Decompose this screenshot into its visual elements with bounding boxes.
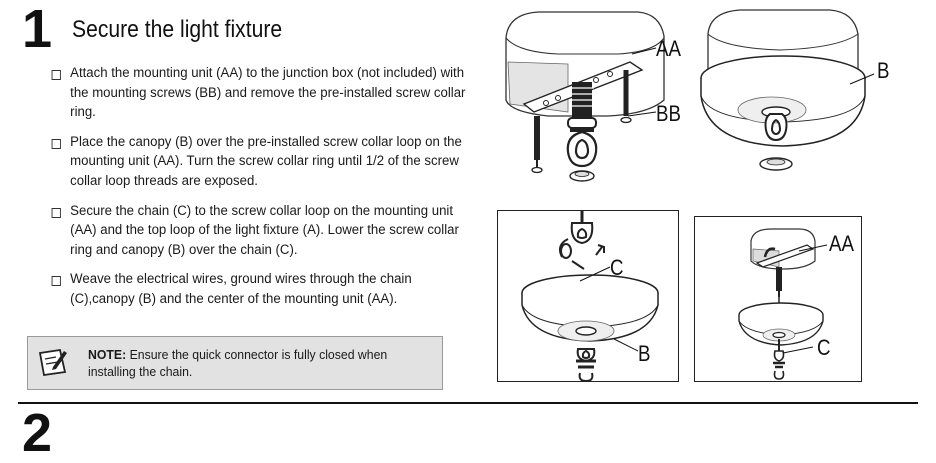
note-box: NOTE: Ensure the quick connector is full…: [27, 336, 443, 390]
figure-assembled-frame: AA C: [694, 216, 862, 382]
checkbox[interactable]: [51, 276, 61, 287]
callout-bb-fig1: BB: [656, 101, 681, 126]
instruction-text: Attach the mounting unit (AA) to the jun…: [70, 65, 466, 121]
note-body: Ensure the quick connector is fully clos…: [88, 347, 388, 379]
checkbox[interactable]: [51, 207, 61, 218]
next-step-number: 2: [22, 403, 53, 463]
figure-chain-frame: C B: [497, 210, 679, 382]
note-text: NOTE: Ensure the quick connector is full…: [88, 346, 414, 380]
section-divider: [18, 402, 918, 404]
callout-c-fig3: C: [610, 255, 624, 280]
instruction-item: Weave the electrical wires, ground wires…: [46, 270, 479, 309]
callout-b-fig3: B: [638, 341, 651, 366]
callout-aa-fig4: AA: [829, 231, 854, 256]
instruction-item: Secure the chain (C) to the screw collar…: [46, 202, 479, 261]
callout-b-fig2: B: [877, 58, 890, 83]
step-title: Secure the light fixture: [72, 16, 283, 43]
figure-assembled: [738, 228, 828, 380]
instruction-text: Place the canopy (B) over the pre-instal…: [70, 133, 462, 189]
figure-mounting-unit: [505, 11, 665, 182]
instruction-text: Weave the electrical wires, ground wires…: [70, 271, 412, 307]
instruction-item: Place the canopy (B) over the pre-instal…: [46, 133, 479, 192]
instruction-list: Attach the mounting unit (AA) to the jun…: [46, 64, 466, 320]
note-label: NOTE:: [88, 347, 127, 362]
callout-aa-fig1: AA: [656, 36, 681, 61]
figure-chain: [521, 211, 659, 381]
callout-c-fig4: C: [817, 335, 831, 360]
instruction-text: Secure the chain (C) to the screw collar…: [70, 202, 459, 258]
note-pencil-icon: [38, 348, 67, 377]
instruction-item: Attach the mounting unit (AA) to the jun…: [46, 64, 479, 123]
checkbox[interactable]: [51, 70, 61, 80]
figure-canopy: [700, 9, 875, 171]
checkbox[interactable]: [51, 138, 61, 149]
step-number: 1: [22, 0, 53, 59]
